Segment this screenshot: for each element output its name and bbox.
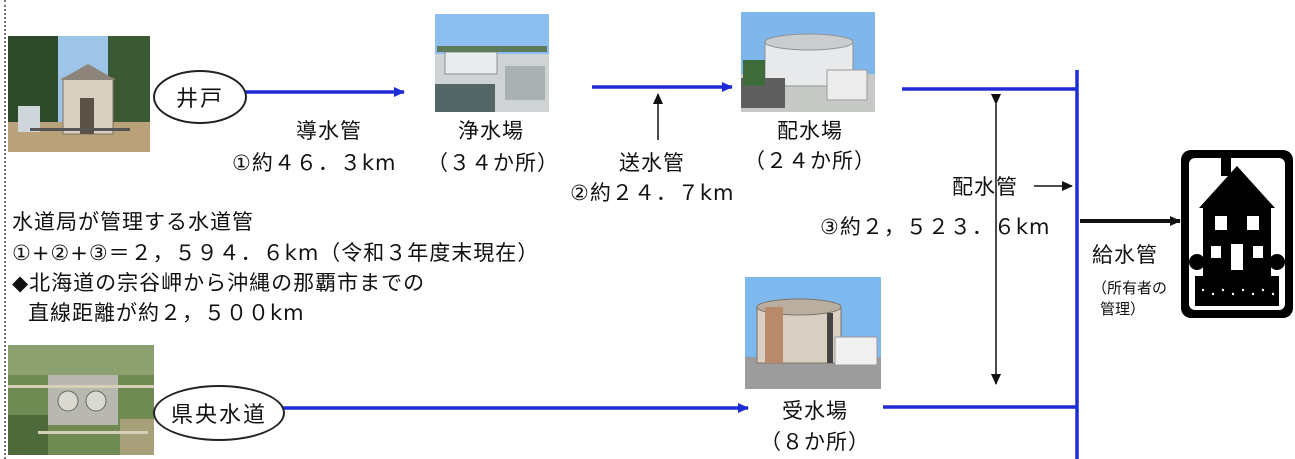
summary-note-line2: 直線距離が約２，５００km <box>28 301 305 325</box>
service-pipe-note-line2: 管理） <box>1100 300 1146 318</box>
prefecture-source: 県央水道 <box>153 385 285 441</box>
summary-note-line1: ◆北海道の宗谷岬から沖縄の那覇市までの <box>12 271 426 295</box>
distribution-pipe-name: 配水管 <box>952 175 1018 199</box>
receiving-name: 受水場 <box>782 399 848 423</box>
summary-total: ①+②+③＝２，５９４．６km（令和３年度末現在） <box>12 241 540 265</box>
distribution-pipe-length: ③約２，５２３．６km <box>820 215 1051 239</box>
distribution-tank-photo <box>741 12 875 112</box>
transmission-pipe-length: ②約２４．７km <box>570 181 735 205</box>
well-source: 井戸 <box>153 70 247 124</box>
transmission-pipe-name: 送水管 <box>619 151 685 175</box>
service-pipe-name: 給水管 <box>1092 243 1158 267</box>
page-edge-divider <box>4 0 6 459</box>
intake-pipe-name: 導水管 <box>296 119 362 143</box>
summary-heading: 水道局が管理する水道管 <box>12 210 254 234</box>
well-photo <box>8 36 150 152</box>
purification-name: 浄水場 <box>458 119 524 143</box>
prefecture-source-label: 県央水道 <box>170 403 267 428</box>
well-source-label: 井戸 <box>175 87 224 112</box>
distribution-name: 配水場 <box>777 119 843 143</box>
purification-plant-photo <box>435 14 549 112</box>
intake-pipe-length: ①約４６．３km <box>232 151 397 175</box>
service-pipe-note-line1: （所有者の <box>1092 279 1168 297</box>
receiving-count: （８か所） <box>760 430 870 454</box>
aerial-photo <box>8 345 154 455</box>
house-icon <box>1181 150 1293 318</box>
distribution-count: （２４か所） <box>744 149 876 173</box>
purification-count: （３４か所） <box>427 151 559 175</box>
receiving-tank-photo <box>745 277 881 389</box>
